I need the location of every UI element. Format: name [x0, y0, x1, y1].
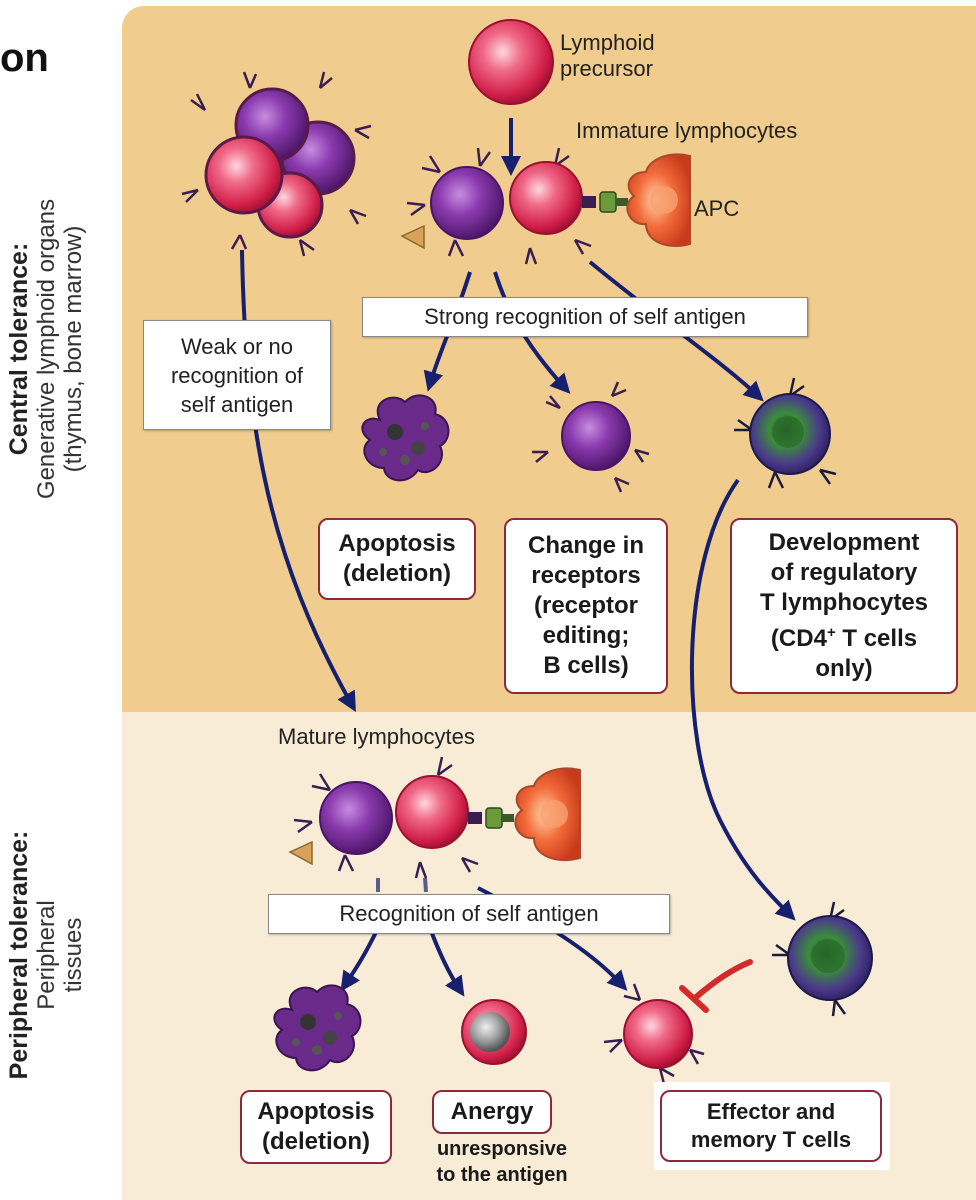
peripheral-apoptosis-line-2: (deletion) [262, 1128, 370, 1155]
anergy-note: unresponsive to the antigen [410, 1136, 594, 1188]
effector-line-1: Effector and [706, 1099, 836, 1124]
mature-lymphocytes [288, 756, 581, 879]
strong-recognition-bar: Strong recognition of self antigen [362, 297, 808, 337]
receptor-editing-box: Change in receptors (receptor editing; B… [504, 518, 668, 694]
arrow-weak-to-mature [240, 249, 356, 712]
central-apoptosis-line-1: Apoptosis [338, 530, 456, 557]
regulatory-t-cell-peripheral [772, 901, 873, 1017]
dev-line-5: only) [815, 655, 873, 682]
dev-line-4-b: T cells [835, 625, 918, 652]
immature-lymphocytes-label: Immature lymphocytes [576, 118, 798, 143]
peripheral-apoptosis-line-1: Apoptosis [257, 1098, 375, 1125]
dev-line-4-a: (CD4 [770, 625, 827, 652]
central-apoptosis-line-2: (deletion) [343, 560, 451, 587]
lymphoid-precursor-cell [468, 19, 554, 105]
change-line-5: B cells) [543, 652, 629, 679]
regulatory-t-cell-central [734, 377, 837, 489]
anergy-box: Anergy [432, 1090, 552, 1134]
peripheral-apoptosis-box: Apoptosis (deletion) [240, 1090, 392, 1164]
lymphoid-precursor-line-2: precursor [560, 56, 653, 81]
arrow-regulatory-to-peripheral [689, 478, 796, 921]
dev-line-1: Development [768, 529, 920, 556]
lymphoid-precursor-label: Lymphoid precursor [560, 30, 655, 82]
anergy-note-line-1: unresponsive [436, 1138, 568, 1160]
effector-memory-box: Effector and memory T cells [660, 1090, 882, 1162]
recognition-bar: Recognition of self antigen [268, 894, 670, 934]
weak-recognition-box: Weak or no recognition of self antigen [143, 320, 331, 430]
effector-line-2: memory T cells [690, 1127, 852, 1152]
lymphoid-precursor-line-1: Lymphoid [560, 30, 655, 55]
inhibition-mark [679, 959, 753, 1013]
lymphocyte-cluster [181, 71, 372, 257]
dev-line-4-sup: + [826, 624, 836, 641]
anergic-cell [461, 999, 527, 1065]
mature-lymphocytes-label: Mature lymphocytes [278, 724, 475, 749]
arrow-to-anergy [428, 927, 465, 997]
change-line-3: (receptor [533, 592, 639, 619]
dev-line-2: of regulatory [770, 559, 918, 586]
apc-label: APC [694, 196, 740, 221]
central-apoptosis-box: Apoptosis (deletion) [318, 518, 476, 600]
arrow-to-regulatory [588, 260, 764, 402]
dev-line-4: (CD4+ T cells [771, 618, 917, 654]
dev-line-3: T lymphocytes [759, 589, 929, 616]
anergy-note-line-2: to the antigen [436, 1164, 568, 1186]
effector-t-cell [603, 983, 705, 1085]
change-line-2: receptors [531, 562, 641, 589]
weak-line-3: self antigen [180, 391, 294, 417]
immature-lymphocytes [400, 147, 691, 265]
apoptotic-cell-peripheral [273, 984, 362, 1072]
arrow-to-apoptosis-peripheral [340, 927, 380, 992]
apoptotic-cell-central [361, 394, 450, 482]
regulatory-development-box: Development of regulatory T lymphocytes … [730, 518, 958, 694]
change-line-1: Change in [527, 532, 644, 559]
page-title-fragment: on [0, 36, 49, 80]
weak-line-1: Weak or no [180, 333, 294, 359]
weak-line-2: recognition of [170, 362, 304, 388]
receptor-edited-cell [532, 381, 650, 493]
change-line-4: editing; [542, 622, 630, 649]
